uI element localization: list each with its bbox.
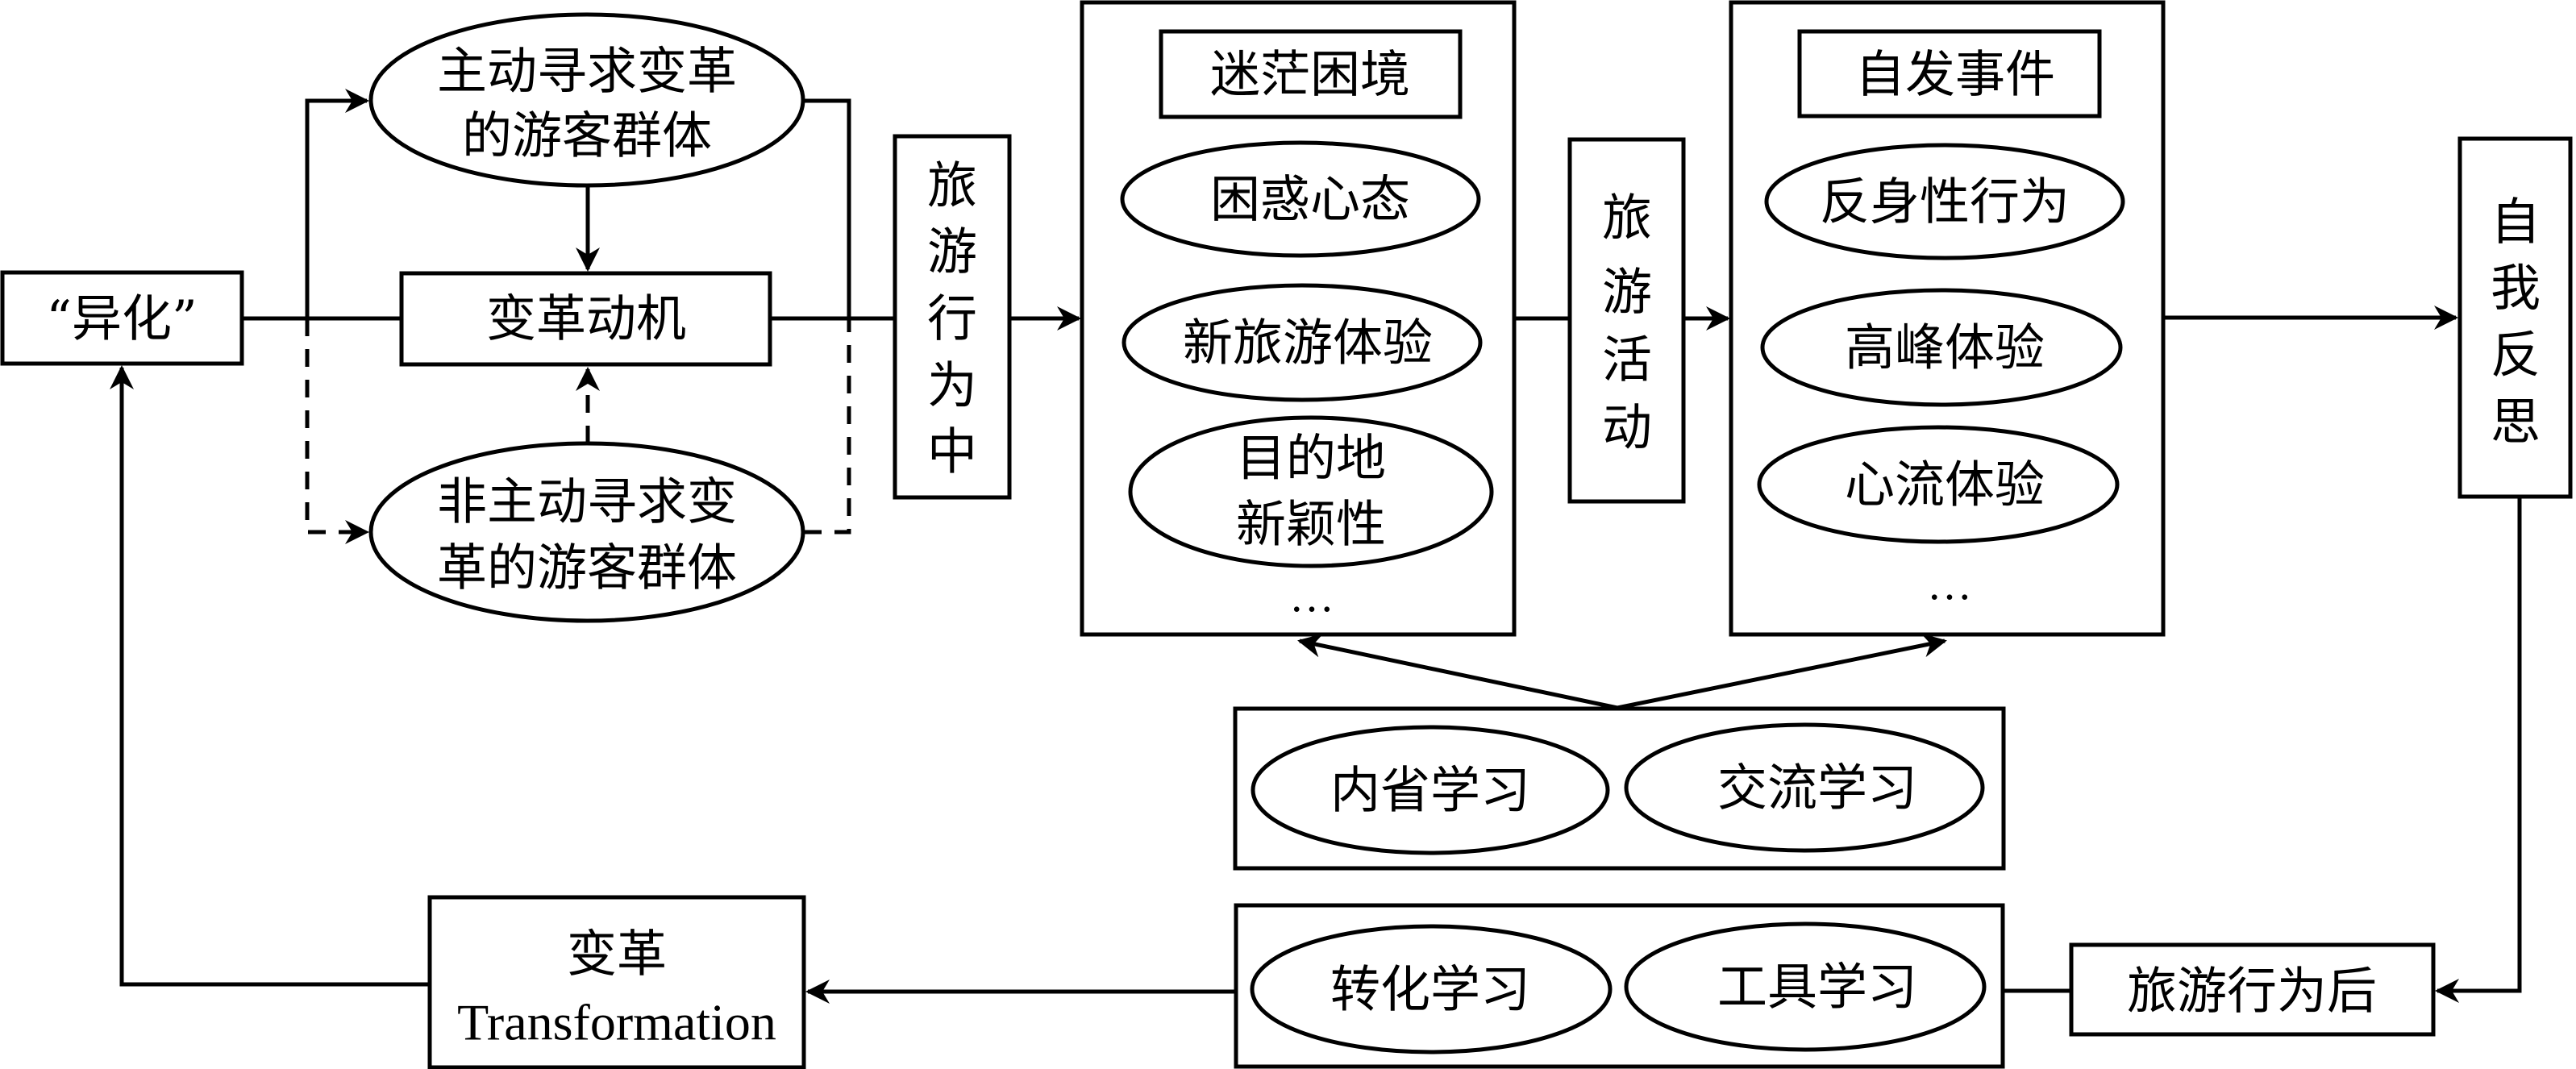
travel-activity-char: 游 xyxy=(1602,263,1652,322)
dilemma-item-label: 困惑心态 xyxy=(1210,170,1410,229)
spontaneous-item xyxy=(1757,425,2120,544)
alienation-label: “异化” xyxy=(46,289,197,348)
travel-activity-node: 旅 游 活 动 xyxy=(1567,137,1686,504)
alienation-node: “异化” xyxy=(0,270,244,366)
learning-after-item xyxy=(1250,924,1613,1054)
spontaneous-more: … xyxy=(1927,559,1972,609)
arrow-reflection-to-after xyxy=(2435,497,2522,1003)
dilemma-more: … xyxy=(1289,572,1334,622)
spontaneous-title-box xyxy=(1797,29,2102,119)
transformation-label-en: Transformation xyxy=(457,994,776,1051)
transformation-label-cn: 变革 xyxy=(567,925,667,984)
passive-group-node: 非主动寻求变 革的游客群体 xyxy=(368,441,805,623)
learning-during-container: 内省学习 交流学习 xyxy=(1233,706,2006,871)
connectors xyxy=(110,89,2522,1004)
dashed-connector-passive-right xyxy=(804,318,851,534)
dilemma-item-label: 新颖性 xyxy=(1236,495,1386,554)
self-reflection-node: 自 我 反 思 xyxy=(2457,136,2573,499)
during-travel-char: 游 xyxy=(927,223,977,281)
transformation-node: 变革 Transformation xyxy=(427,895,806,1069)
spontaneous-item xyxy=(1764,143,2125,260)
travel-activity-char: 动 xyxy=(1602,398,1652,457)
after-travel-label: 旅游行为后 xyxy=(2127,962,2377,1021)
self-reflection-char: 反 xyxy=(2491,326,2541,385)
active-group-node: 主动寻求变革 的游客群体 xyxy=(368,12,805,188)
during-travel-char: 旅 xyxy=(927,156,977,215)
travel-activity-char: 旅 xyxy=(1602,189,1652,247)
learning-after-label: 工具学习 xyxy=(1717,958,1917,1017)
connector-active-right xyxy=(804,98,851,318)
active-group-line-1: 主动寻求变革 xyxy=(437,42,737,101)
learning-after-item xyxy=(1624,921,1987,1052)
arrow-to-active-group xyxy=(305,89,369,318)
spontaneous-item xyxy=(1760,288,2123,407)
spontaneous-title: 自发事件 xyxy=(1855,45,2055,104)
during-travel-node: 旅 游 行 为 中 xyxy=(893,134,1012,500)
self-reflection-char: 自 xyxy=(2491,193,2541,252)
during-travel-char: 为 xyxy=(927,356,977,415)
learning-during-label: 内省学习 xyxy=(1330,761,1530,820)
dilemma-title-box xyxy=(1159,29,1463,119)
dilemma-item xyxy=(1122,283,1483,402)
self-reflection-char: 思 xyxy=(2491,393,2541,451)
after-travel-node: 旅游行为后 xyxy=(2069,942,2436,1037)
passive-group-line-1: 非主动寻求变 xyxy=(437,472,737,531)
spontaneous-item-label: 反身性行为 xyxy=(1820,173,2070,231)
motivation-node: 变革动机 xyxy=(399,271,772,367)
spontaneous-item-label: 高峰体验 xyxy=(1845,318,2045,377)
spontaneous-container: 自发事件 反身性行为 高峰体验 心流体验 … xyxy=(1729,0,2166,637)
dilemma-container: 迷茫困境 困惑心态 新旅游体验 目的地 新颖性 … xyxy=(1080,0,1517,637)
dilemma-item xyxy=(1128,415,1494,568)
learning-after-label: 转化学习 xyxy=(1330,960,1530,1019)
spontaneous-item-label: 心流体验 xyxy=(1845,455,2045,514)
dashed-arrow-to-passive-group xyxy=(305,318,369,544)
dilemma-item-label: 新旅游体验 xyxy=(1183,314,1433,372)
arrow-learning-to-dilemma xyxy=(1297,633,1618,710)
learning-during-label: 交流学习 xyxy=(1717,759,1917,817)
dilemma-title: 迷茫困境 xyxy=(1210,45,1410,104)
learning-after-container: 转化学习 工具学习 xyxy=(1234,903,2005,1069)
learning-during-item xyxy=(1251,725,1610,855)
arrow-transformation-to-alienation xyxy=(110,365,429,987)
motivation-label: 变革动机 xyxy=(486,289,686,348)
active-group-line-2: 的游客群体 xyxy=(462,106,712,165)
dilemma-item-label: 目的地 xyxy=(1236,429,1386,488)
travel-activity-char: 活 xyxy=(1602,331,1652,389)
self-reflection-char: 我 xyxy=(2491,259,2541,318)
during-travel-char: 行 xyxy=(927,289,977,348)
arrow-learning-to-spontaneous xyxy=(1617,633,1947,710)
passive-group-line-2: 革的游客群体 xyxy=(437,539,737,597)
dilemma-item xyxy=(1120,140,1481,258)
learning-during-item xyxy=(1624,722,1985,853)
during-travel-char: 中 xyxy=(927,422,977,481)
